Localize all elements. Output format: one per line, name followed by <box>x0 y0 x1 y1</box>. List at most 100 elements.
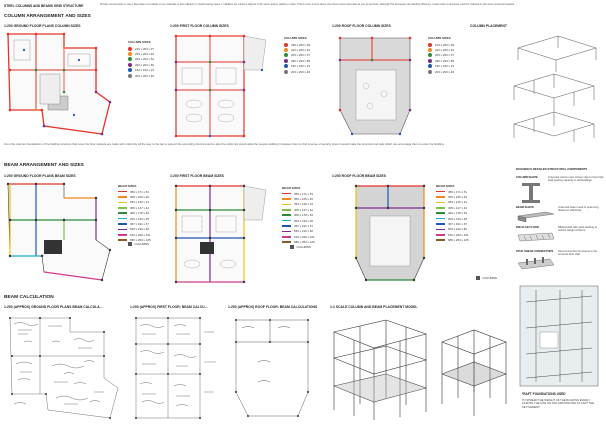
legend-swatch <box>436 217 445 220</box>
legend-label: 305 x 165 x 40 <box>130 195 149 200</box>
ground-column-legend: COLUMN SIZES 210 x 203 x 37 203 x 203 x … <box>128 40 154 78</box>
legend-swatch <box>118 190 127 193</box>
legend-item: 254 x 146 x 31 <box>118 200 151 205</box>
ground-beam-plan <box>6 182 112 282</box>
legend-swatch <box>428 53 432 58</box>
legend-label: 203 x 203 x 46 <box>435 69 454 74</box>
legend-swatch <box>428 69 432 74</box>
legend-item: 406 x 178 x 54 <box>118 211 151 216</box>
roof-column-title: 1:200 ROOF FLOOR COLUMN SIZES <box>332 24 391 28</box>
legend-swatch <box>128 52 132 57</box>
legend-label: 686 x 254 x 125 <box>448 238 469 243</box>
legend-item: 203 x 133 x 25 <box>436 216 469 221</box>
legend-swatch <box>282 225 291 227</box>
legend-swatch <box>282 236 291 238</box>
legend-item: 230 x 203 x 39 <box>284 42 310 47</box>
rib-slab-label: RIB SLAB FLOOR <box>516 226 539 229</box>
legend-label: 203 x 203 x 60 <box>135 62 154 67</box>
column-shape-note: Universal column was chosen due to their… <box>548 176 604 183</box>
legend-swatch <box>282 219 291 222</box>
stud-connectors-label: STUD SHEAR CONNECTORS <box>516 250 554 253</box>
legend-swatch <box>284 48 288 53</box>
legend-item: 406 x 178 x 54 <box>282 213 315 218</box>
legend-item: 356 x 171 x 51 <box>118 189 151 194</box>
legend-title: BEAM SIZES <box>282 186 301 190</box>
legend-swatch <box>284 42 288 47</box>
legend-label: 305 x 165 x 40 <box>448 195 467 200</box>
columns-key-label: COLUMNS <box>134 242 149 246</box>
legend-item: 533 x 210 x 82 <box>118 227 151 232</box>
legend-label: 203 x 203 x 46 <box>135 52 154 57</box>
legend-label: 203 x 133 x 25 <box>130 216 149 221</box>
legend-swatch <box>428 58 432 63</box>
legend-label: 406 x 178 x 54 <box>294 213 313 218</box>
legend-title: COLUMN SIZES <box>284 36 307 40</box>
legend-item: 203 x 203 x 46 <box>284 69 310 74</box>
legend-label: 406 x 178 x 54 <box>448 211 467 216</box>
legend-item: 203 x 203 x 60 <box>128 62 154 67</box>
legend-swatch <box>128 57 132 62</box>
legend-swatch <box>118 217 127 220</box>
legend-item: 254 x 146 x 31 <box>282 202 315 207</box>
first-beam-title: 1:200 FIRST FLOOR BEAM SIZES <box>170 174 224 178</box>
first-column-legend: COLUMN SIZES 230 x 203 x 39 222 x 203 x … <box>284 36 310 74</box>
legend-label: 152 x 152 x 23 <box>291 64 310 69</box>
legend-swatch <box>428 48 432 53</box>
ground-column-plan <box>6 32 112 136</box>
legend-item: 356 x 171 x 51 <box>282 191 315 196</box>
legend-swatch <box>118 207 127 209</box>
legend-item: 610 x 229 x 101 <box>118 232 151 237</box>
legend-item: 152 x 152 x 23 <box>428 64 454 69</box>
ground-beam-legend: BEAM SIZES 356 x 171 x 51 305 x 165 x 40… <box>118 184 151 243</box>
legend-label: 203 x 203 x 46 <box>291 69 310 74</box>
legend-item: 222 x 203 x 46 <box>428 47 454 53</box>
raft-foundation-title: *RAFT FOUNDATIONS USED <box>522 392 566 396</box>
legend-label: 152 x 152 x 23 <box>435 64 454 69</box>
legend-item: 686 x 254 x 125 <box>436 238 469 243</box>
model-title: 1:1 SCALE COLUMN AND BEAM PLACEMENT MODE… <box>330 305 418 309</box>
columns-key: COLUMNS <box>290 245 311 249</box>
legend-swatch <box>282 214 291 217</box>
legend-item: 152 x 152 x 23 <box>128 68 154 73</box>
legend-label: 686 x 254 x 125 <box>294 240 315 245</box>
raft-foundation-note: TO SPREAD THE WEIGHT OF THE BUILDING EVE… <box>522 399 594 409</box>
structure-model-render-1 <box>332 319 428 420</box>
legend-swatch <box>118 196 127 198</box>
legend-title: COLUMN SIZES <box>428 36 451 40</box>
legend-label: 305 x 127 x 42 <box>130 205 149 210</box>
legend-swatch <box>118 228 127 231</box>
legend-label: 230 x 203 x 39 <box>291 42 310 47</box>
first-beam-legend: BEAM SIZES 356 x 171 x 51 305 x 165 x 40… <box>282 186 315 245</box>
legend-label: 457 x 191 x 67 <box>448 222 467 227</box>
legend-swatch <box>284 69 288 74</box>
legend-swatch <box>118 212 127 215</box>
legend-swatch <box>436 201 445 204</box>
roof-calc-sketch <box>235 319 309 417</box>
legend-swatch <box>118 234 127 236</box>
legend-label: 254 x 146 x 31 <box>448 200 467 205</box>
legend-label: 254 x 146 x 31 <box>294 202 313 207</box>
legend-label: 203 x 203 x 52 <box>135 57 154 62</box>
legend-label: 533 x 210 x 82 <box>130 227 149 232</box>
legend-title: BEAM SIZES <box>436 184 455 188</box>
legend-item: 203 x 133 x 25 <box>118 216 151 221</box>
legend-label: 254 x 146 x 31 <box>130 200 149 205</box>
column-caption: From the columns foundations of the buil… <box>4 142 445 146</box>
beam-shape-note: Universal beam used to span long distanc… <box>558 206 599 213</box>
columns-key: COLUMNS <box>128 242 149 246</box>
legend-label: 203 x 133 x 25 <box>448 216 467 221</box>
legend-title: BEAM SIZES <box>118 184 137 188</box>
legend-item: 203 x 203 x 52 <box>128 57 154 62</box>
legend-label: 203 x 203 x 37 <box>435 53 454 58</box>
legend-label: 610 x 229 x 101 <box>448 232 469 237</box>
legend-swatch <box>128 68 132 73</box>
legend-item: 203 x 203 x 37 <box>428 53 454 58</box>
legend-swatch <box>436 228 445 231</box>
column-marker-icon <box>290 245 294 249</box>
column-section-drawing <box>522 183 540 203</box>
roof-beam-title: 1:200 ROOF FLOOR BEAM SIZES <box>332 174 386 178</box>
ground-calc-title: 1:200 (APPROX) GROUND FLOOR PLANS BEAM C… <box>4 305 103 309</box>
legend-item: 203 x 203 x 46 <box>428 69 454 74</box>
legend-swatch <box>436 196 445 198</box>
legend-item: 203 x 133 x 25 <box>282 218 315 223</box>
